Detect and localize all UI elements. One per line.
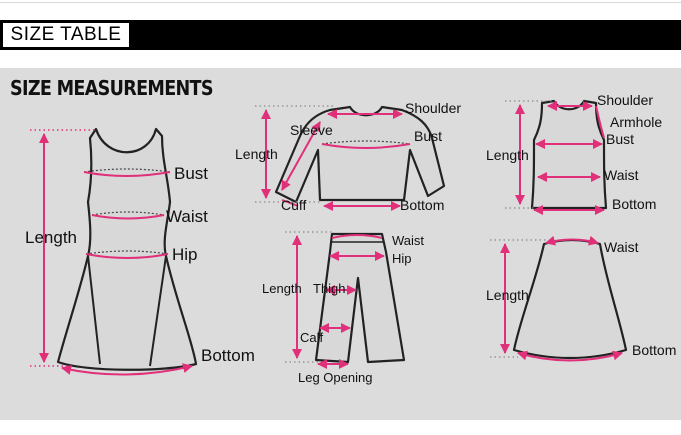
tank-waist-label: Waist	[604, 167, 639, 183]
top-illustration	[255, 105, 446, 211]
tank-armhole-line	[595, 105, 605, 139]
top-bust-label: Bust	[414, 128, 443, 144]
tank-armhole-label: Armhole	[610, 114, 663, 130]
skirt-bottom-label: Bottom	[632, 342, 677, 358]
top-length-label: Length	[235, 146, 278, 162]
top-bust-back	[321, 140, 411, 145]
pants-hip-label: Hip	[392, 251, 412, 266]
skirt-illustration	[490, 235, 628, 362]
dress-hip-back	[85, 250, 169, 255]
skirt-bottom-arrow	[517, 350, 623, 362]
size-table-tab[interactable]: SIZE TABLE	[2, 22, 130, 48]
dress-hip-label: Hip	[172, 245, 198, 264]
dress-bust-back	[83, 168, 171, 173]
pants-thigh-label: Thigh	[313, 281, 346, 296]
tank-illustration	[505, 99, 608, 215]
skirt-outline	[512, 238, 628, 360]
dress-bottom-arrow	[61, 363, 193, 376]
pants-waist-label: Waist	[392, 233, 425, 248]
skirt-waist-label: Waist	[604, 239, 639, 255]
skirt-waist-arrow	[545, 235, 599, 246]
tank-bottom-label: Bottom	[612, 196, 657, 212]
top-bust-line	[321, 143, 411, 149]
pants-leg-opening-label: Leg Opening	[298, 370, 373, 385]
tank-length-label: Length	[486, 147, 529, 163]
tank-bust-label: Bust	[606, 131, 635, 147]
pants-length-label: Length	[262, 281, 302, 296]
size-table-title: SIZE TABLE	[10, 24, 122, 45]
pants-illustration	[285, 231, 406, 369]
pants-waist-line	[331, 234, 383, 239]
dress-illustration	[30, 127, 198, 376]
dress-waist-line	[91, 214, 165, 220]
dress-length-label: Length	[25, 228, 77, 247]
top-bottom-label: Bottom	[400, 197, 445, 213]
top-sleeve-arrow	[281, 121, 321, 191]
tank-outline	[530, 99, 608, 210]
top-cuff-label: Cuff	[281, 197, 307, 213]
dress-seam-left	[87, 255, 101, 365]
dress-outline	[56, 127, 198, 371]
skirt-length-label: Length	[486, 287, 529, 303]
panel-title: SIZE MEASUREMENTS	[10, 76, 214, 100]
dress-hip-line	[85, 253, 169, 259]
dress-waist-label: Waist	[166, 207, 208, 226]
pants-outline	[314, 232, 406, 364]
pants-calf-label: Calf	[300, 330, 324, 345]
top-shoulder-label: Shoulder	[405, 100, 462, 116]
top-divider	[0, 2, 681, 3]
tank-shoulder-label: Shoulder	[597, 92, 654, 108]
dress-bottom-label: Bottom	[201, 346, 255, 365]
dress-seam-right	[149, 255, 167, 367]
dress-bust-label: Bust	[174, 164, 209, 183]
top-sleeve-label: Sleeve	[290, 122, 333, 138]
dress-bust-line	[83, 171, 171, 177]
top-cuff-line	[281, 199, 299, 207]
dress-waist-back	[91, 211, 165, 216]
top-side-seam-right	[403, 149, 411, 201]
